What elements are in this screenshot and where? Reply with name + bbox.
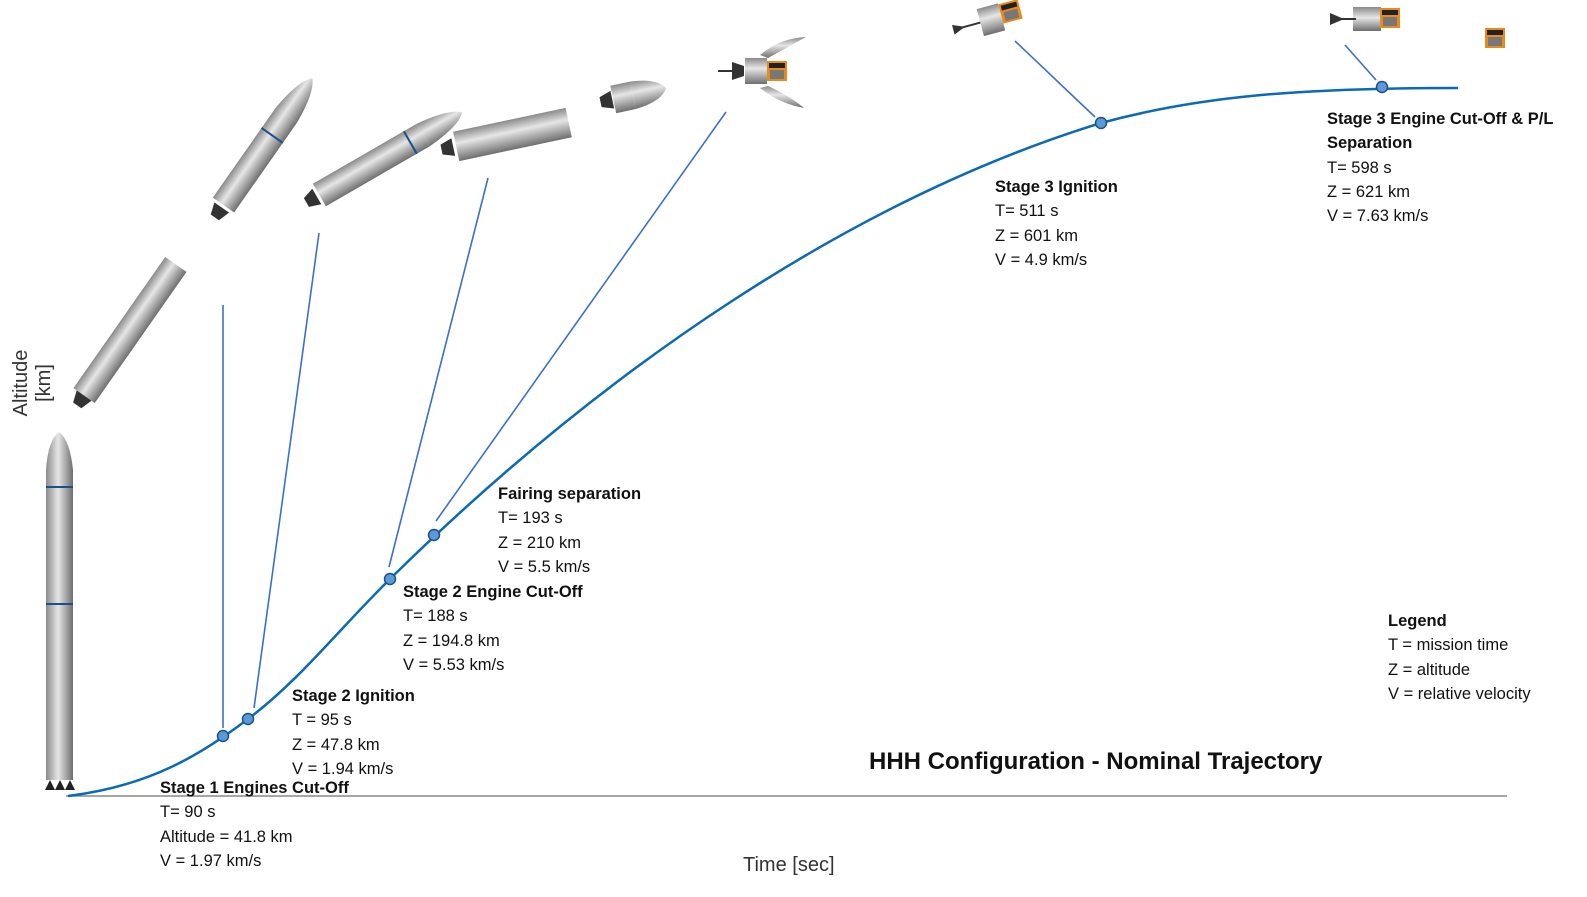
leader-stage2-ignition [253,232,320,709]
fairing-separation-image [718,37,806,108]
legend-item: Z = altitude [1388,660,1471,679]
event-title: Fairing separation [498,485,642,503]
diagram-title: HHH Configuration - Nominal Trajectory [869,748,1323,775]
event-marker-stage2-cutoff [383,572,397,586]
event-marker-stage1-cutoff [216,729,230,743]
stage2-flight-image [301,111,463,211]
stage2-cutoff-image [439,80,667,162]
stage3-ignition-image [952,0,1023,37]
leader-payload-separation [1344,44,1377,81]
event-marker-fairing-separation [427,528,441,542]
event-velocity: V = 1.94 km/s [292,759,394,778]
event-time: T= 193 s [498,509,563,528]
event-marker-stage3-ignition [1094,116,1108,130]
event-time: T = 95 s [292,711,352,730]
legend: Legend T = mission time Z = altitude V =… [1388,609,1531,706]
event-title: Stage 3 Engine Cut-Off & P/L [1327,110,1554,128]
launch-rocket-image [45,432,75,790]
legend-item: V = relative velocity [1388,684,1531,703]
event-label-fairing-separation: Fairing separation T= 193 s Z = 210 km V… [498,482,641,579]
leader-lines [222,40,1377,728]
stage2-upper-composite-image [207,78,313,223]
event-velocity: V = 1.97 km/s [160,851,262,870]
event-velocity: V = 5.5 km/s [498,557,591,576]
event-time: T= 511 s [995,202,1059,221]
event-label-stage2-cutoff: Stage 2 Engine Cut-Off T= 188 s Z = 194.… [403,580,583,677]
event-time: T= 598 s [1327,158,1392,177]
event-altitude: Z = 601 km [995,226,1078,245]
legend-item: T = mission time [1388,636,1509,655]
event-time: T= 90 s [160,803,216,822]
trajectory-curve [67,86,1459,798]
stage1-lower-stage-image [69,257,187,411]
x-axis-label: Time [sec] [743,854,835,876]
event-velocity: V = 7.63 km/s [1327,207,1429,226]
event-altitude: Z = 621 km [1327,182,1410,201]
event-label-stage2-ignition: Stage 2 Ignition T = 95 s Z = 47.8 km V … [292,684,415,781]
event-title: Stage 2 Ignition [292,687,415,705]
event-velocity: V = 5.53 km/s [403,655,505,674]
event-altitude: Z = 210 km [498,533,581,552]
event-marker-payload-separation [1375,80,1389,94]
leader-fairing-separation [435,111,727,522]
event-title: Stage 2 Engine Cut-Off [403,583,583,601]
event-title: Stage 3 Ignition [995,178,1118,196]
y-axis-label: Altitude [km] [10,349,55,417]
event-label-stage1-cutoff: Stage 1 Engines Cut-Off T= 90 s Altitude… [160,776,349,873]
event-altitude: Z = 194.8 km [403,631,500,650]
event-velocity: V = 4.9 km/s [995,250,1088,269]
event-time: T= 188 s [403,607,468,626]
legend-title: Legend [1388,612,1447,630]
event-label-payload-separation: Stage 3 Engine Cut-Off & P/L Separation … [1327,107,1553,228]
leader-stage3-ignition [1014,40,1096,118]
event-title: Stage 1 Engines Cut-Off [160,779,349,797]
event-altitude: Altitude = 41.8 km [160,827,293,846]
event-label-stage3-ignition: Stage 3 Ignition T= 511 s Z = 601 km V =… [995,175,1118,272]
payload-separation-image [1330,7,1505,48]
event-altitude: Z = 47.8 km [292,735,380,754]
event-title-continued: Separation [1327,134,1413,153]
leader-stage2-cutoff [388,177,489,568]
event-marker-stage2-ignition [241,712,255,726]
